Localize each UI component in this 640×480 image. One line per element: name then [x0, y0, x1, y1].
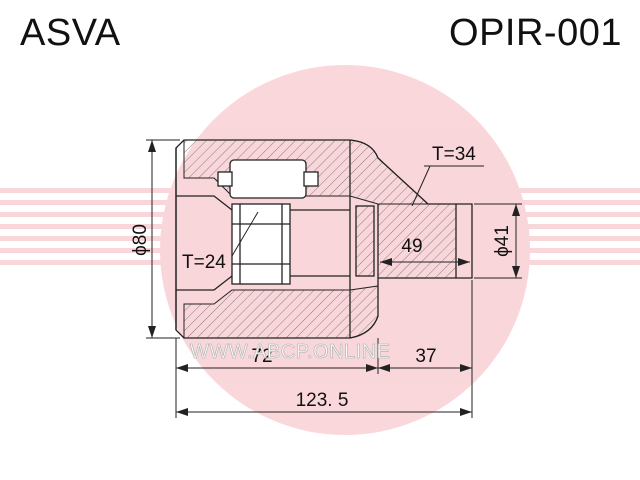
- shaft-length-label: 37: [415, 346, 436, 367]
- total-length-label: 123. 5: [296, 390, 349, 411]
- brand-name: ASVA: [20, 12, 121, 54]
- watermark-logo: [0, 65, 640, 435]
- inner-spline-teeth-label: T=24: [182, 252, 226, 273]
- part-number: OPIR-001: [449, 12, 622, 54]
- outer-diameter-label: ϕ80: [130, 224, 151, 256]
- inner-spline: [217, 159, 375, 285]
- watermark-url: WWW.ABCP.ONLINE: [190, 341, 391, 363]
- dimension-lines: [146, 139, 522, 418]
- body-length-label: 72: [251, 346, 272, 367]
- shaft-diameter-label: ϕ41: [492, 225, 513, 257]
- dimension-arrows: [148, 140, 520, 416]
- outer-spline-teeth-label: T=34: [432, 144, 476, 165]
- spline-length-label: 49: [401, 236, 422, 257]
